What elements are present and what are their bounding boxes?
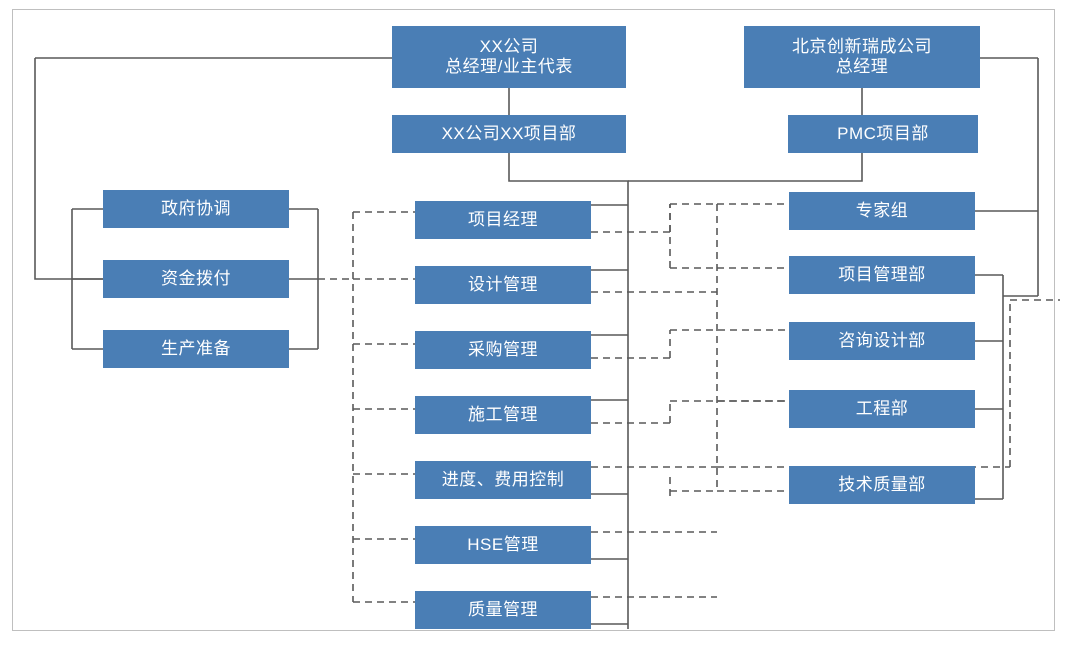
- node-fund-allocation-label: 资金拨付: [161, 268, 231, 288]
- node-project-manager[interactable]: 项目经理: [415, 201, 591, 239]
- node-production-preparation-label: 生产准备: [161, 338, 231, 358]
- node-consulting-design-dept-label: 咨询设计部: [838, 330, 926, 350]
- node-pmc-project-dept[interactable]: PMC项目部: [788, 115, 978, 153]
- node-pmc-gm[interactable]: 北京创新瑞成公司 总经理: [744, 26, 980, 88]
- node-expert-group[interactable]: 专家组: [789, 192, 975, 230]
- node-hse-management[interactable]: HSE管理: [415, 526, 591, 564]
- node-project-management-dept-label: 项目管理部: [838, 264, 926, 284]
- node-procurement-management[interactable]: 采购管理: [415, 331, 591, 369]
- node-government-coordination[interactable]: 政府协调: [103, 190, 289, 228]
- node-owner-gm[interactable]: XX公司 总经理/业主代表: [392, 26, 626, 88]
- node-construction-management-label: 施工管理: [468, 404, 538, 424]
- node-construction-management[interactable]: 施工管理: [415, 396, 591, 434]
- node-design-management-label: 设计管理: [468, 274, 538, 294]
- node-government-coordination-label: 政府协调: [161, 198, 231, 218]
- node-technical-quality-dept-label: 技术质量部: [838, 474, 926, 494]
- node-pmc-gm-label: 北京创新瑞成公司 总经理: [792, 36, 932, 76]
- node-project-management-dept[interactable]: 项目管理部: [789, 256, 975, 294]
- node-engineering-dept-label: 工程部: [855, 398, 909, 418]
- node-pmc-project-dept-label: PMC项目部: [837, 123, 929, 143]
- node-procurement-management-label: 采购管理: [468, 339, 538, 359]
- node-owner-project-dept[interactable]: XX公司XX项目部: [392, 115, 626, 153]
- node-owner-gm-label: XX公司 总经理/业主代表: [445, 36, 573, 76]
- node-project-manager-label: 项目经理: [468, 209, 538, 229]
- node-schedule-cost-control[interactable]: 进度、费用控制: [415, 461, 591, 499]
- node-consulting-design-dept[interactable]: 咨询设计部: [789, 322, 975, 360]
- node-production-preparation[interactable]: 生产准备: [103, 330, 289, 368]
- node-owner-project-dept-label: XX公司XX项目部: [441, 123, 577, 143]
- node-design-management[interactable]: 设计管理: [415, 266, 591, 304]
- node-quality-management[interactable]: 质量管理: [415, 591, 591, 629]
- node-fund-allocation[interactable]: 资金拨付: [103, 260, 289, 298]
- node-schedule-cost-control-label: 进度、费用控制: [441, 469, 565, 489]
- node-quality-management-label: 质量管理: [468, 599, 538, 619]
- node-engineering-dept[interactable]: 工程部: [789, 390, 975, 428]
- node-hse-management-label: HSE管理: [467, 534, 539, 554]
- diagram-frame: [12, 9, 1055, 631]
- node-expert-group-label: 专家组: [855, 200, 909, 220]
- node-technical-quality-dept[interactable]: 技术质量部: [789, 466, 975, 504]
